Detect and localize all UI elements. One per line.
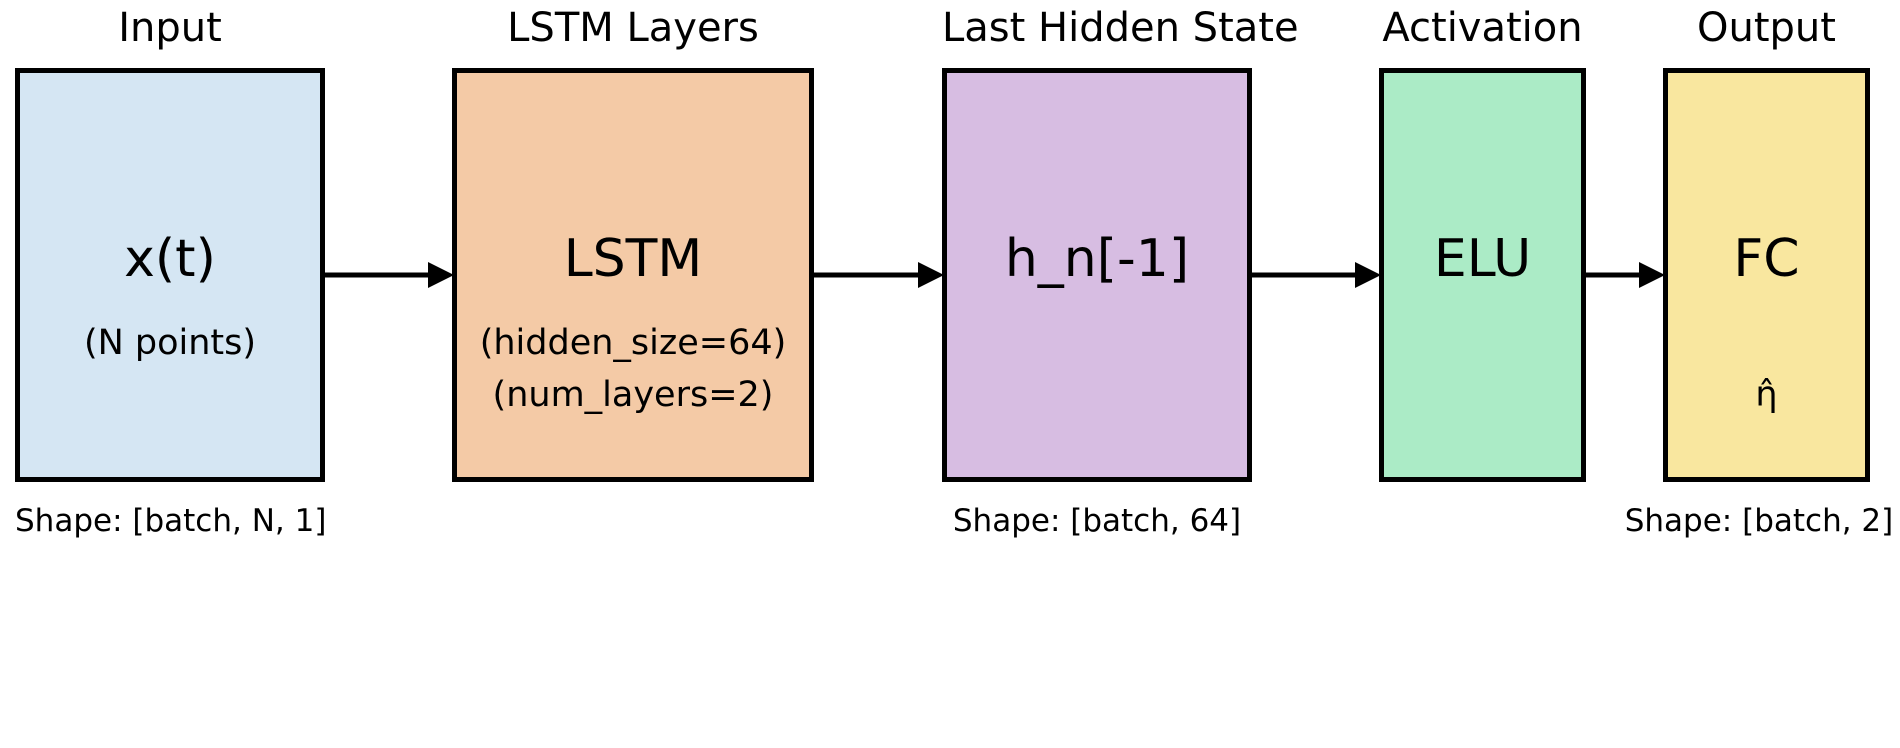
stage-title-hidden: Last Hidden State — [942, 5, 1299, 51]
stage-title-lstm: LSTM Layers — [507, 5, 759, 51]
arrow-input-to-lstm — [323, 262, 454, 288]
arrow-head — [1639, 262, 1665, 288]
sub-label-input-1: (N points) — [83, 323, 257, 363]
stage-title-input: Input — [118, 5, 222, 51]
arrow-head — [918, 262, 944, 288]
shape-label-hidden: Shape: [batch, 64] — [952, 503, 1242, 539]
sub-label-output-2: η̂ — [1755, 375, 1778, 415]
box-hidden: h_n[-1] — [942, 68, 1252, 482]
main-label-lstm: LSTM — [563, 229, 703, 289]
sub-label-lstm-2: (num_layers=2) — [492, 375, 774, 415]
sub-label-lstm-1: (hidden_size=64) — [479, 323, 787, 363]
box-activation: ELU — [1379, 68, 1586, 482]
stage-title-activation: Activation — [1382, 5, 1583, 51]
arrow-head — [428, 262, 454, 288]
arrow-hidden-to-activation — [1250, 262, 1381, 288]
arrow-lstm-to-hidden — [812, 262, 944, 288]
shape-label-input: Shape: [batch, N, 1] — [15, 503, 327, 539]
main-label-activation: ELU — [1433, 229, 1532, 289]
arrow-activation-to-output — [1584, 262, 1665, 288]
box-output: FC η̂ — [1663, 68, 1870, 482]
shape-label-output: Shape: [batch, 2] — [1624, 503, 1894, 539]
stage-title-output: Output — [1697, 5, 1836, 51]
main-label-output: FC — [1733, 229, 1800, 289]
arrow-head — [1355, 262, 1381, 288]
box-lstm: LSTM (hidden_size=64) (num_layers=2) — [452, 68, 814, 482]
main-label-hidden: h_n[-1] — [1004, 229, 1190, 289]
box-input: x(t) (N points) — [15, 68, 325, 482]
main-label-input: x(t) — [124, 229, 216, 289]
